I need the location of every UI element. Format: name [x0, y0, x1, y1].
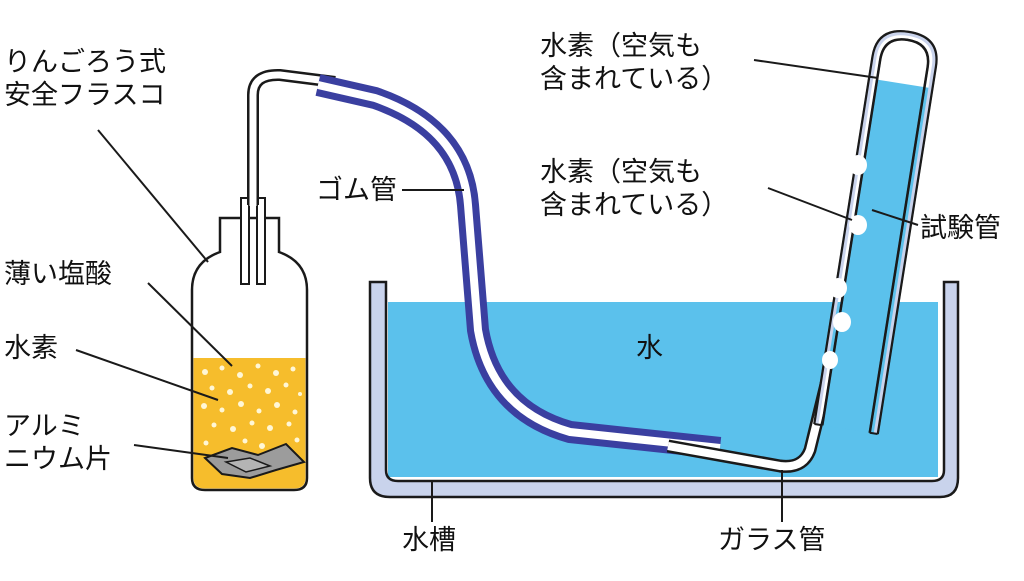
label-hydrogen-air-top: 水素（空気も 含まれている） [540, 31, 729, 95]
label-test-tube: 試験管 [920, 213, 1001, 244]
leader-acid [147, 282, 233, 367]
label-water-tank: 水槽 [402, 525, 456, 556]
test-tube-bubbles [822, 155, 867, 369]
test-tube [813, 30, 938, 436]
leader-h2-top [753, 59, 879, 79]
label-rubber-tube: ゴム管 [316, 175, 397, 206]
aluminum-piece-2 [223, 457, 273, 473]
flask-bubbles [201, 363, 302, 449]
rubber-tube-core [317, 81, 721, 452]
label-safety-flask: りんごろう式 安全フラスコ [4, 47, 166, 111]
label-hydrogen-air-mid: 水素（空気も 含まれている） [540, 157, 729, 221]
label-aluminum: アルミ ニウム片 [4, 411, 112, 475]
leader-hydrogen-flask [75, 349, 219, 401]
tank-wall [368, 280, 960, 499]
label-hydrogen-flask: 水素 [4, 333, 58, 364]
leader-test-tube [871, 209, 919, 226]
leader-flask [97, 129, 209, 263]
label-dilute-hcl: 薄い塩酸 [4, 259, 112, 290]
flask-inner-tube-2 [256, 197, 266, 285]
flask-inner-tube [240, 197, 250, 285]
safety-flask [190, 197, 309, 492]
leader-aluminum [133, 444, 229, 459]
leader-h2-mid [767, 187, 853, 221]
glass-tube-end-inner [667, 368, 834, 471]
test-tube-water [822, 79, 933, 435]
leader-lines [75, 59, 919, 522]
label-water: 水 [636, 333, 663, 364]
label-glass-tube: ガラス管 [718, 525, 826, 556]
glass-tube-inner [249, 71, 336, 206]
